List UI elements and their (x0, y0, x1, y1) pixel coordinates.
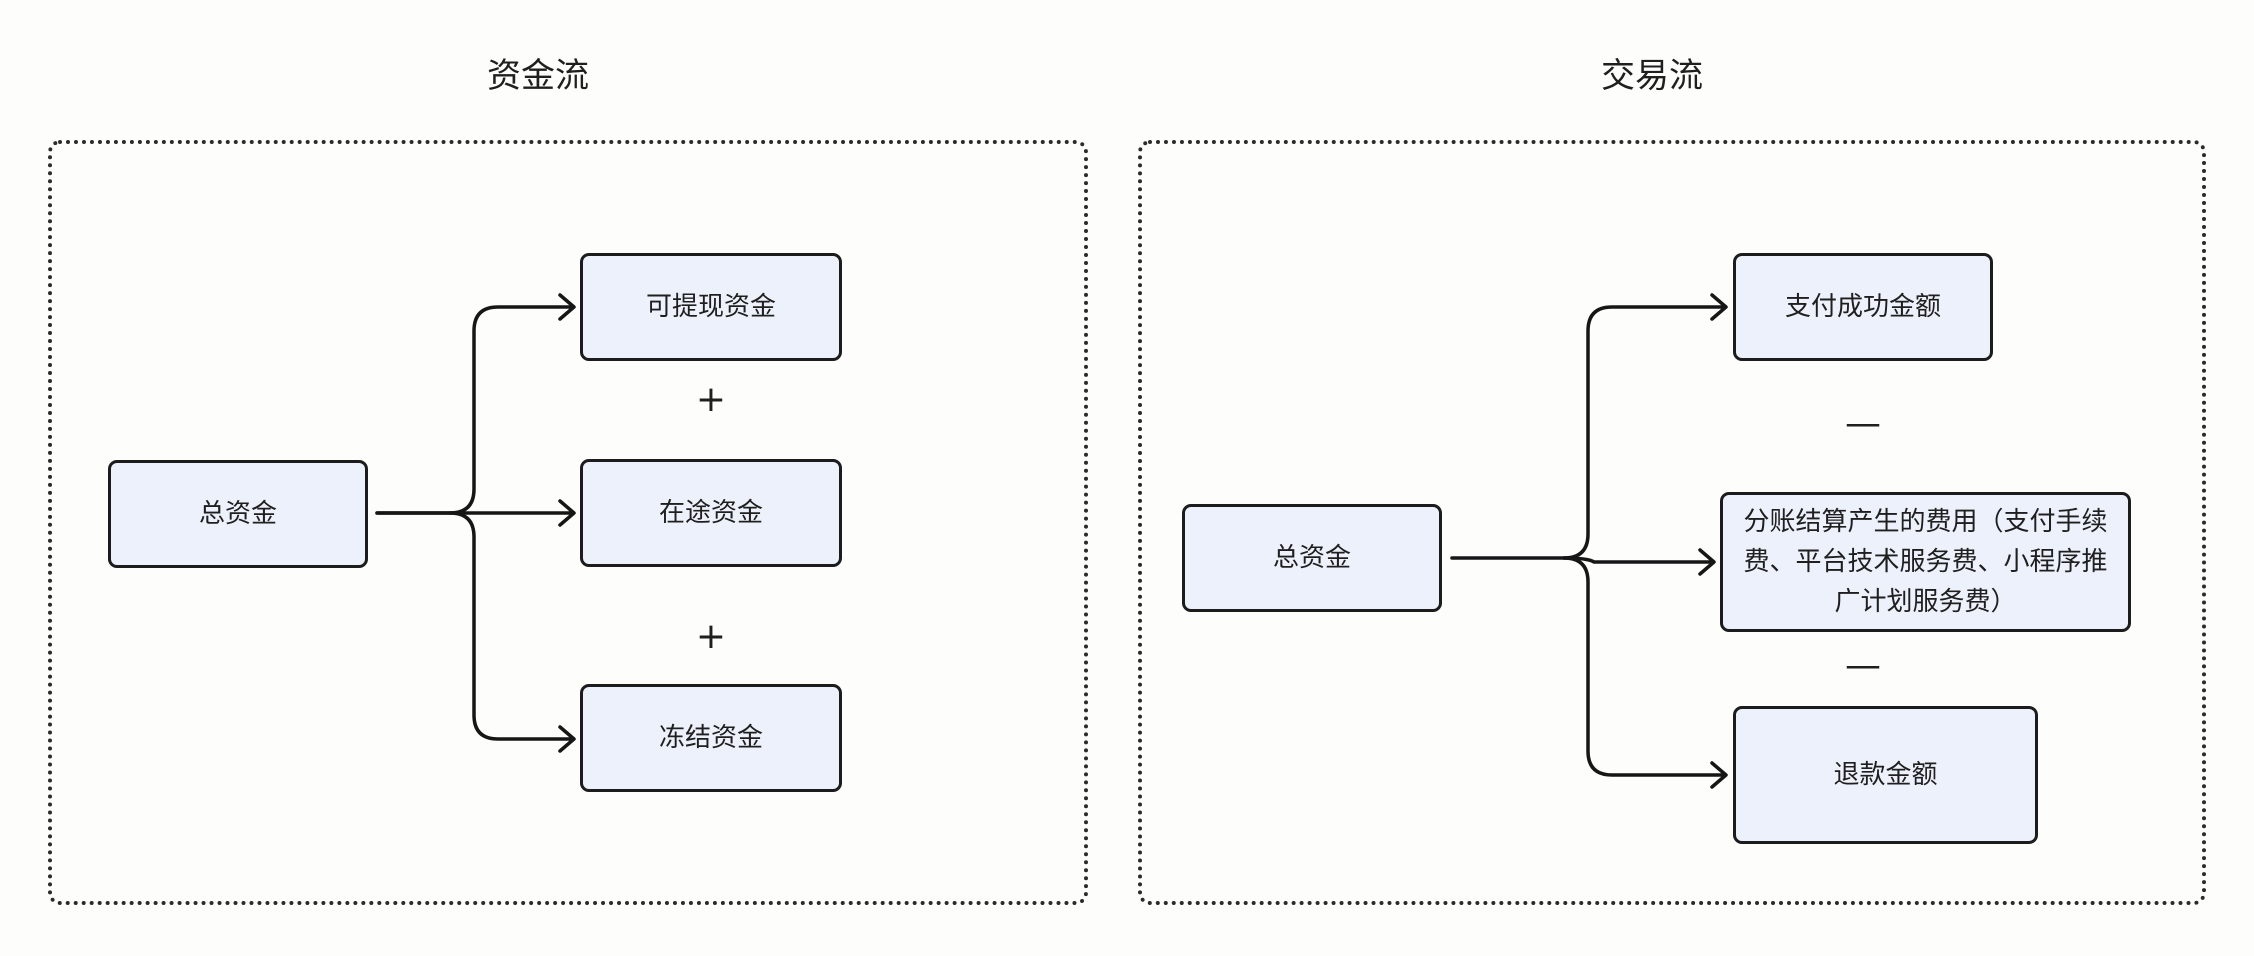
minus-operator-2: — (1845, 645, 1881, 686)
fund-flow-title: 资金流 (487, 56, 589, 96)
frozen-funds-node: 冻结资金 (580, 684, 842, 792)
payment-success-amount-node: 支付成功金额 (1733, 253, 1993, 361)
arrow-to-frozen-funds (448, 511, 576, 753)
transaction-flow-panel (1138, 140, 2206, 905)
left-total-funds-node: 总资金 (108, 460, 368, 568)
right-total-funds-node: 总资金 (1182, 504, 1442, 612)
transaction-flow-title: 交易流 (1601, 56, 1703, 96)
split-settlement-fees-node: 分账结算产生的费用（支付手续费、平台技术服务费、小程序推广计划服务费） (1720, 492, 2131, 632)
in-transit-funds-node: 在途资金 (580, 459, 842, 567)
withdrawable-funds-node: 可提现资金 (580, 253, 842, 361)
plus-operator-2: + (695, 616, 727, 657)
fund-flow-panel (48, 140, 1088, 905)
arrow-to-in-transit-funds (375, 499, 576, 527)
arrow-to-refund (1562, 556, 1728, 789)
refund-amount-node: 退款金额 (1733, 706, 2038, 844)
minus-operator-1: — (1845, 403, 1881, 444)
plus-operator-1: + (695, 379, 727, 420)
